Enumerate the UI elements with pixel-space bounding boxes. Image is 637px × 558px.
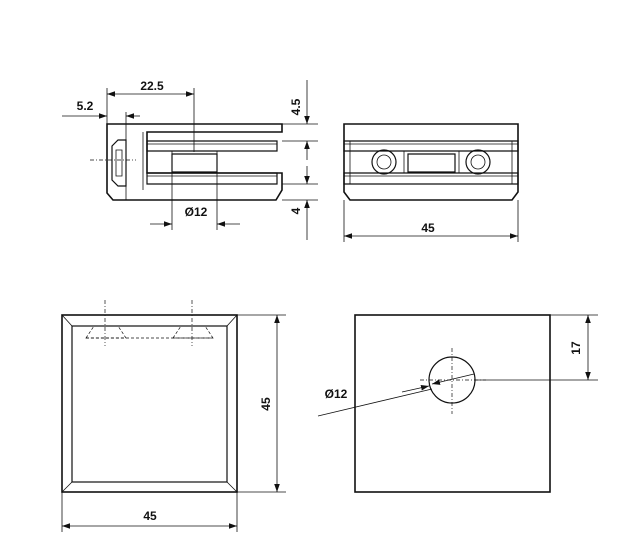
dim-back-hole-offset: 17 xyxy=(569,341,583,355)
dim-plan-width: 45 xyxy=(143,509,157,523)
dim-side-hole-dia: Ø12 xyxy=(185,205,208,219)
plan-view: 45 45 xyxy=(61,300,286,532)
dim-plan-height: 45 xyxy=(259,397,273,411)
dim-side-top-gap: 4.5 xyxy=(289,98,303,115)
back-view: Ø12 17 xyxy=(317,314,598,493)
dim-side-depth: 22.5 xyxy=(140,79,164,93)
front-view: 45 xyxy=(343,123,519,242)
dim-side-hole-offset: 5.2 xyxy=(77,99,94,113)
dim-back-hole-dia: Ø12 xyxy=(325,387,348,401)
dim-front-width: 45 xyxy=(421,221,435,235)
dim-side-bottom-gap: 4 xyxy=(289,207,303,214)
side-view: 22.5 5.2 Ø12 4.5 4 xyxy=(62,79,318,240)
